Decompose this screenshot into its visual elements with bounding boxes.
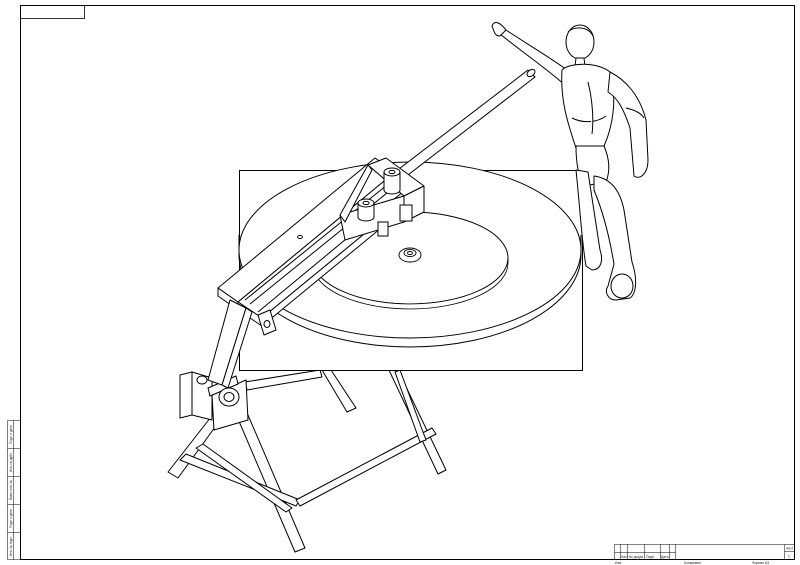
sheet-number: 1 bbox=[788, 555, 790, 559]
side-cell-1: Инв. № подл. bbox=[9, 536, 13, 556]
pivot-bracket bbox=[179, 371, 249, 431]
support-arm bbox=[207, 299, 253, 389]
center-hub bbox=[398, 247, 422, 263]
title-cell-date: Дата bbox=[661, 555, 669, 559]
human-figure bbox=[491, 22, 649, 301]
copied-label: Копировал bbox=[684, 561, 701, 565]
format-label: Формат A3 bbox=[752, 561, 769, 565]
top-left-stamp-box bbox=[20, 5, 85, 19]
title-cell-doc: № докум. bbox=[629, 555, 644, 559]
fixture-cylinders bbox=[297, 167, 413, 240]
side-strip bbox=[7, 420, 21, 560]
carriage-end-block bbox=[257, 309, 277, 336]
title-cell-izm: Изм bbox=[615, 561, 622, 565]
title-block bbox=[614, 544, 795, 560]
trestle-stand bbox=[167, 367, 447, 553]
sheet-label: Лист bbox=[786, 547, 794, 551]
title-cell-sign: Подп. bbox=[646, 555, 655, 559]
side-cell-3: Взам. инв. № bbox=[9, 480, 13, 500]
side-cell-5: Подп. и дата bbox=[9, 425, 13, 444]
title-cell-list: Лист bbox=[621, 555, 629, 559]
drawing-frame bbox=[20, 5, 795, 560]
tool-head bbox=[339, 157, 425, 241]
side-cell-2: Подп. и дата bbox=[9, 509, 13, 528]
side-cell-4: Инв. № дубл. bbox=[9, 452, 13, 472]
